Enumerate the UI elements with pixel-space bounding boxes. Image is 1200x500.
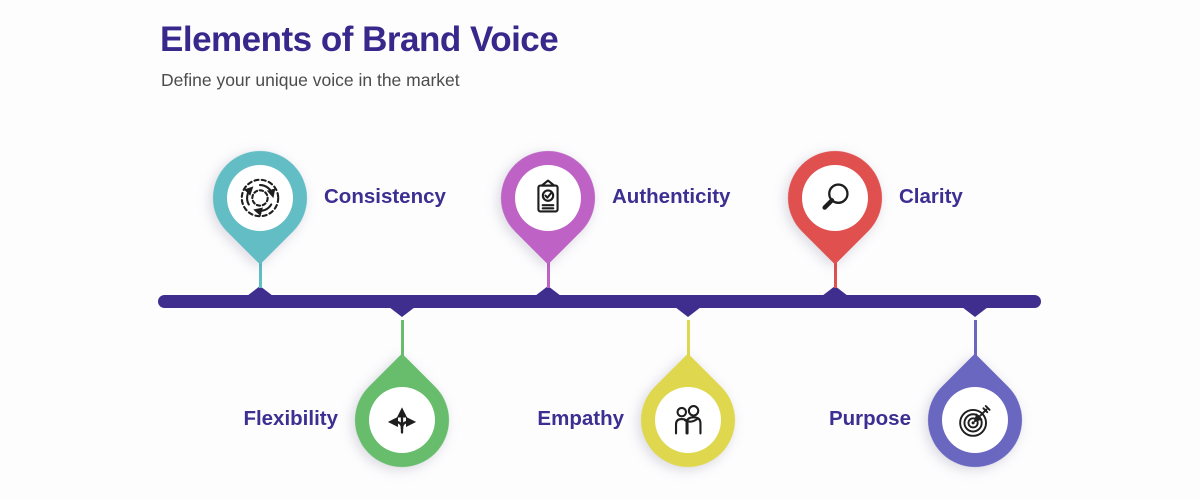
pin-icon-disc bbox=[515, 165, 581, 231]
pin-label-empathy: Empathy bbox=[537, 407, 624, 430]
timeline-notch-empathy bbox=[675, 307, 701, 317]
cycle-icon bbox=[240, 178, 280, 218]
clipboard-check-icon bbox=[537, 179, 559, 213]
magnifier-icon bbox=[822, 183, 849, 210]
pin-connector bbox=[400, 320, 404, 356]
pin-icon-disc bbox=[655, 387, 721, 453]
people-hug-icon bbox=[674, 405, 702, 435]
target-dart-icon bbox=[959, 405, 991, 437]
pin-icon-disc bbox=[802, 165, 868, 231]
pin-label-purpose: Purpose bbox=[828, 407, 911, 430]
pin-label-flexibility: Flexibility bbox=[243, 407, 338, 430]
timeline-notch-consistency bbox=[247, 286, 273, 296]
timeline-notch-purpose bbox=[962, 307, 988, 317]
pin-label-authenticity: Authenticity bbox=[612, 185, 731, 208]
pin-connector bbox=[686, 320, 690, 356]
timeline-notch-clarity bbox=[822, 286, 848, 296]
pin-connector bbox=[546, 256, 550, 288]
timeline-bar bbox=[158, 286, 1041, 317]
page-subtitle: Define your unique voice in the market bbox=[161, 70, 460, 90]
pin-icon-disc bbox=[369, 387, 435, 453]
branch-arrows-icon bbox=[387, 407, 417, 434]
pin-label-clarity: Clarity bbox=[899, 185, 963, 208]
pin-icon-disc bbox=[227, 165, 293, 231]
page-title: Elements of Brand Voice bbox=[160, 20, 559, 59]
pin-connector bbox=[973, 320, 977, 356]
pin-connector bbox=[833, 256, 837, 288]
pin-label-consistency: Consistency bbox=[324, 185, 446, 208]
timeline-notch-authenticity bbox=[535, 286, 561, 296]
pin-connector bbox=[258, 256, 262, 288]
timeline-notch-flexibility bbox=[389, 307, 415, 317]
pin-icon-disc bbox=[942, 387, 1008, 453]
